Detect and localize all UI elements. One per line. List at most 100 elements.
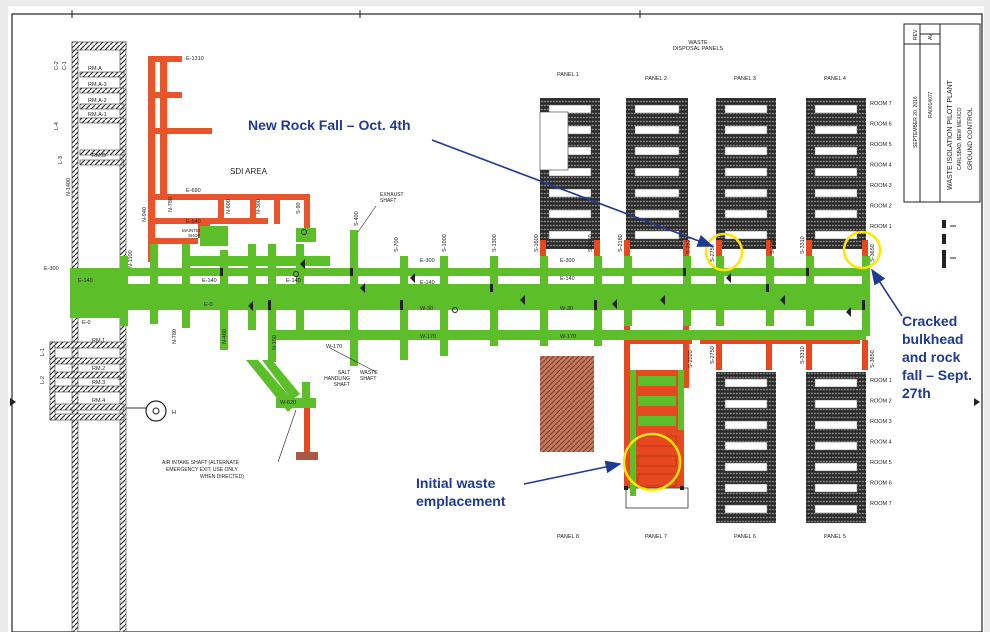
label-s3650: S-3650 [870,244,876,262]
annotation-new-rock-fall: New Rock Fall – Oct. 4th [248,117,411,133]
room-opening [724,167,768,177]
label-e140e: E-140 [560,276,575,282]
room-opening [724,378,768,388]
highlight-circles [622,230,882,492]
annotation-initial-waste: Initial waste emplacement [416,474,505,510]
title-plant-line3: GROUND CONTROL [967,107,974,170]
label-e140c: E-140 [286,278,301,284]
label-rm-a: RM.A [88,66,102,72]
equipment-marks [220,229,865,490]
annotation-cracked-line4: fall – Sept. [902,367,973,383]
room-opening [814,188,858,198]
label-w620: W-620 [280,400,296,406]
label-panel-4: PANEL 4 [824,76,846,82]
label-e0b: E-0 [204,302,213,308]
label-rm-a3: RM.A-3 [88,82,107,88]
title-rev-label: REV [913,29,919,40]
room-opening [814,146,858,156]
room-opening [548,230,592,240]
room-label-bottom: ROOM 4 [870,440,892,446]
label-panel-2: PANEL 2 [645,76,667,82]
label-w30: W-30 [420,306,433,312]
room-label-bottom: ROOM 3 [870,419,892,425]
label-l1: L-1 [40,348,46,356]
label-s1000: S-1000 [442,234,448,252]
title-block [903,23,981,203]
label-e0: E-0 [82,320,91,326]
room-opening [634,188,680,198]
room-opening [548,167,592,177]
room-opening [814,209,858,219]
label-e300: E-300 [44,266,59,272]
label-panel-8: PANEL 8 [557,534,579,540]
room-label-top: ROOM 3 [870,183,892,189]
room-opening [814,483,858,493]
label-c1: C-1 [62,61,68,70]
left-shaft-rooms [49,41,167,632]
room-opening [814,399,858,409]
panel-rooms [539,98,866,523]
room-opening [634,146,680,156]
label-n780: N-780 [172,329,178,344]
label-e300c: E-300 [560,258,575,264]
highlight-rock-fall-oct [704,232,744,272]
label-rm2: RM.2 [92,366,105,372]
room-label-top: ROOM 2 [870,204,892,210]
annotation-initial-line1: Initial waste [416,475,496,491]
label-w170b: W-170 [420,334,436,340]
label-rm-a2: RM.A-2 [88,98,107,104]
room-label-top: ROOM 6 [870,122,892,128]
room-label-bottom: ROOM 7 [870,501,892,507]
label-s3310b: S-3310 [800,346,806,364]
room-opening [634,104,680,114]
label-sdi-area: SDI AREA [230,167,268,176]
room-label-bottom: ROOM 5 [870,460,892,466]
label-w30b: W-30 [560,306,573,312]
room-opening [548,104,592,114]
room-opening [814,125,858,135]
label-c2: C-2 [54,61,60,70]
label-panel-1: PANEL 1 [557,72,579,78]
label-s3650b: S-3650 [870,350,876,368]
room-opening [814,420,858,430]
label-panel-5: PANEL 5 [824,534,846,540]
room-label-bottom: ROOM 2 [870,399,892,405]
label-n300: N-300 [256,199,262,214]
label-w170c: W-170 [560,334,576,340]
header-line2: DISPOSAL PANELS [673,46,723,52]
highlight-initial-waste [622,432,682,492]
room-opening [724,125,768,135]
label-s2180: S-2180 [618,234,624,252]
panel-7 [625,370,689,509]
label-s2750b: S-2750 [710,346,716,364]
room-opening [634,230,680,240]
panel-1-closed-section [539,111,569,171]
room-label-top: ROOM 4 [870,163,892,169]
room-opening [814,230,858,240]
label-n1100: N-1100 [128,250,134,268]
room-opening [634,167,680,177]
label-e140d: E-140 [420,280,435,286]
label-n940: N-940 [142,207,148,222]
scale-bar [942,220,956,268]
label-e540: E-540 [186,219,201,225]
label-j: J [118,376,121,382]
label-n150: N-150 [272,335,278,350]
title-rev-value: AV [928,33,934,40]
green-drifts [70,226,870,412]
highlight-bulkhead-sept [842,230,882,270]
annotation-cracked-line3: and rock [902,349,961,365]
panel-8-partial [540,356,594,452]
room-opening [814,167,858,177]
room-opening [724,399,768,409]
room-opening [724,462,768,472]
arrow-new-rock-fall [431,139,714,247]
label-rm-b: RM.B [92,153,106,159]
label-rm-a1: RM.A-1 [88,112,107,118]
label-n460: N-460 [222,329,228,344]
room-opening [814,504,858,514]
